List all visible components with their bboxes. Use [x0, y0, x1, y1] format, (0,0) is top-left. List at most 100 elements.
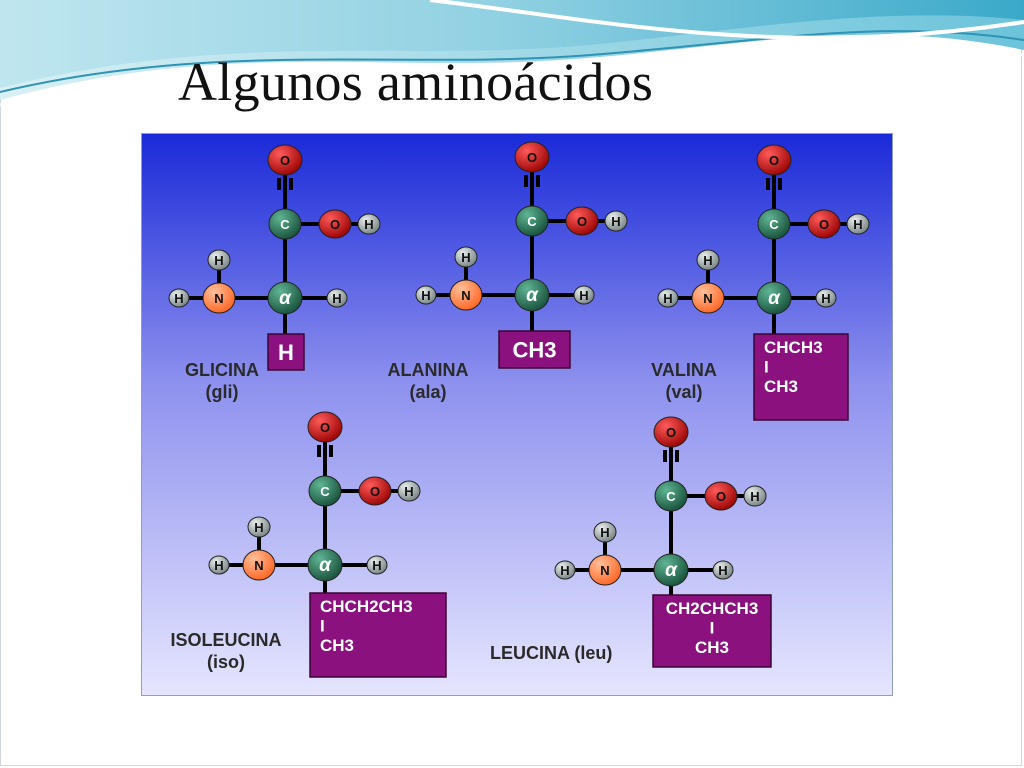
- oxygen-atom-label: O: [716, 489, 726, 504]
- hydrogen-atom-label: H: [663, 291, 672, 306]
- hydrogen-atom-label: H: [821, 291, 830, 306]
- hydrogen-atom: [247, 516, 271, 538]
- side-chain-line: CH2CHCH3: [666, 599, 759, 618]
- hydrogen-atom: [454, 246, 478, 268]
- nitrogen-atom: [691, 282, 725, 314]
- nitrogen-atom-label: N: [600, 563, 609, 578]
- carbon-atom-label: C: [666, 489, 676, 504]
- nitrogen-atom: [588, 554, 622, 586]
- hydrogen-atom: [743, 485, 767, 507]
- carbon-atom-label: C: [527, 214, 537, 229]
- hydrogen-atom: [696, 249, 720, 271]
- nitrogen-atom: [202, 282, 236, 314]
- hydrogen-atom-label: H: [332, 291, 341, 306]
- hydrogen-atom-label: H: [364, 217, 373, 232]
- alpha-carbon-atom: [653, 553, 689, 587]
- alpha-carbon-atom-label: α: [768, 288, 781, 309]
- carbon-atom: [515, 205, 549, 237]
- hydrogen-atom: [415, 285, 437, 305]
- oxygen-atom: [358, 476, 392, 506]
- alpha-carbon-atom: [756, 281, 792, 315]
- hydrogen-atom: [207, 249, 231, 271]
- carbon-atom: [757, 208, 791, 240]
- side-chain-box: [652, 594, 772, 668]
- hydrogen-atom: [168, 288, 190, 308]
- side-chain-box: [753, 333, 849, 421]
- alpha-carbon-atom-label: α: [665, 560, 678, 581]
- hydrogen-atom: [593, 521, 617, 543]
- hydrogen-atom-label: H: [611, 214, 620, 229]
- oxygen-atom: [318, 209, 352, 239]
- hydrogen-atom-label: H: [718, 563, 727, 578]
- carbon-atom: [308, 475, 342, 507]
- oxygen-atom: [307, 411, 343, 443]
- slide-title: Algunos aminoácidos: [178, 52, 654, 112]
- oxygen-atom: [653, 416, 689, 448]
- side-chain-line: CH3: [512, 337, 556, 362]
- nitrogen-atom: [242, 549, 276, 581]
- side-chain-line: I: [320, 617, 325, 636]
- hydrogen-atom-label: H: [600, 525, 609, 540]
- nitrogen-atom-label: N: [703, 291, 712, 306]
- oxygen-atom: [267, 144, 303, 176]
- header-wave-decoration: [0, 0, 1024, 107]
- oxygen-atom-label: O: [819, 217, 829, 232]
- alpha-carbon-atom-label: α: [526, 285, 539, 306]
- alpha-carbon-atom: [267, 281, 303, 315]
- oxygen-atom-label: O: [330, 217, 340, 232]
- carbon-atom-label: C: [320, 484, 330, 499]
- side-chain-line: CH3: [764, 377, 798, 396]
- hydrogen-atom: [554, 560, 576, 580]
- side-chain-box: [267, 333, 305, 371]
- nitrogen-atom: [449, 279, 483, 311]
- nitrogen-atom-label: N: [461, 288, 470, 303]
- hydrogen-atom-label: H: [560, 563, 569, 578]
- hydrogen-atom: [573, 285, 595, 305]
- side-chain-box: [498, 330, 571, 369]
- hydrogen-atom-label: H: [579, 288, 588, 303]
- hydrogen-atom-label: H: [214, 253, 223, 268]
- hydrogen-atom-label: H: [853, 217, 862, 232]
- oxygen-atom-label: O: [370, 484, 380, 499]
- hydrogen-atom: [208, 555, 230, 575]
- hydrogen-atom-label: H: [372, 558, 381, 573]
- carbon-atom-label: C: [280, 217, 290, 232]
- hydrogen-atom-label: H: [254, 520, 263, 535]
- side-chain-line: H: [278, 340, 294, 365]
- side-chain-line: CHCH3: [764, 338, 823, 357]
- hydrogen-atom-label: H: [214, 558, 223, 573]
- oxygen-atom: [514, 141, 550, 173]
- oxygen-atom: [807, 209, 841, 239]
- carbon-atom: [268, 208, 302, 240]
- hydrogen-atom: [657, 288, 679, 308]
- oxygen-atom: [704, 481, 738, 511]
- alpha-carbon-atom: [307, 548, 343, 582]
- alpha-carbon-atom-label: α: [319, 555, 332, 576]
- hydrogen-atom: [326, 288, 348, 308]
- hydrogen-atom: [846, 213, 870, 235]
- oxygen-atom-label: O: [666, 425, 676, 440]
- oxygen-atom-label: O: [280, 153, 290, 168]
- hydrogen-atom-label: H: [421, 288, 430, 303]
- hydrogen-atom: [712, 560, 734, 580]
- hydrogen-atom-label: H: [404, 484, 413, 499]
- side-chain-line: CH3: [320, 636, 354, 655]
- side-chain-line: I: [764, 358, 769, 377]
- oxygen-atom-label: O: [320, 420, 330, 435]
- hydrogen-atom-label: H: [750, 489, 759, 504]
- hydrogen-atom-label: H: [461, 250, 470, 265]
- carbon-atom-label: C: [769, 217, 779, 232]
- oxygen-atom: [565, 206, 599, 236]
- oxygen-atom-label: O: [527, 150, 537, 165]
- side-chain-line: CH3: [695, 638, 729, 657]
- hydrogen-atom: [357, 213, 381, 235]
- hydrogen-atom: [815, 288, 837, 308]
- hydrogen-atom: [397, 480, 421, 502]
